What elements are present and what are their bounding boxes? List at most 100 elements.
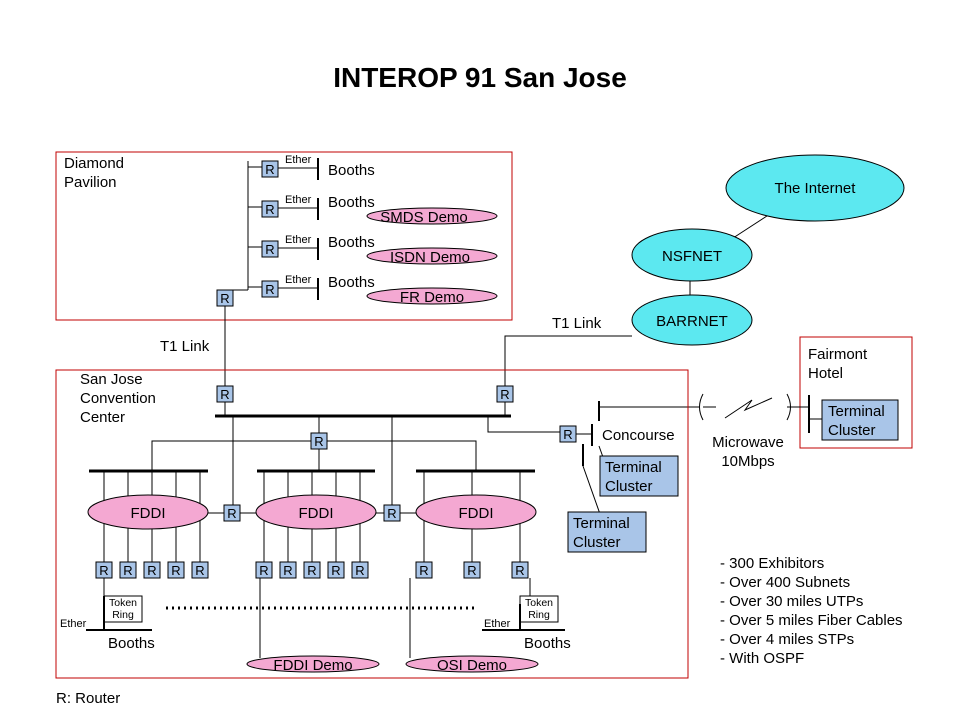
router [223,504,241,522]
svg-text:R: R [563,427,572,442]
pavilion-row-1: R Ether Booths [248,154,375,180]
microwave-speed: 10Mbps [721,453,774,470]
router [119,561,137,579]
svg-text:FDDI: FDDI [459,505,494,522]
svg-text:R: R [265,282,274,297]
the-internet-label: The Internet [775,180,857,197]
fddi-ring-2 [255,494,377,530]
isdn-demo-ellipse [366,247,498,265]
router [303,561,321,579]
fddi-2-routers: R R R R R [255,561,369,579]
svg-text:R: R [259,563,268,578]
diamond-pavilion: Diamond Pavilion R R Ether Booths R Ethe… [55,151,513,321]
concourse-label: Concourse [602,427,675,444]
router [279,561,297,579]
svg-text:Center: Center [80,409,125,426]
ether-label: Ether [285,154,312,166]
fddi-3-routers: R R R [415,561,529,579]
router [255,561,273,579]
barrnet-label: BARRNET [656,313,728,330]
svg-text:R: R [99,563,108,578]
router [496,385,514,403]
svg-text:Token: Token [109,597,137,609]
booths-label: Booths [328,194,375,211]
fddi-ring-3 [415,494,537,530]
router [383,504,401,522]
svg-text:R: R [265,242,274,257]
diamond-pavilion-frame [55,151,513,321]
fddi-1-routers: R R R R R [95,561,209,579]
ether-label: Ether [484,618,511,630]
svg-text:R: R [195,563,204,578]
booths-label: Booths [108,635,155,652]
t1-link-line-right [504,335,632,386]
nsfnet-label: NSFNET [662,248,722,265]
router [511,561,529,579]
router [216,385,234,403]
page-title: INTEROP 91 San Jose [333,62,627,93]
svg-text:R: R [314,434,323,449]
fairmont-label-line2: Hotel [808,365,843,382]
router [143,561,161,579]
router [261,240,279,258]
fairmont-hotel: Fairmont Hotel Terminal Cluster [799,336,913,449]
svg-text:R: R [515,563,524,578]
fddi-demo-label: FDDI Demo [273,657,352,674]
terminal-cluster-fairmont [821,399,899,441]
svg-text:R: R [283,563,292,578]
router [463,561,481,579]
fr-demo-ellipse [366,287,498,305]
svg-text:Cluster: Cluster [605,478,653,495]
terminal-cluster-lower [567,511,647,553]
fairmont-label-line1: Fairmont [808,346,868,363]
svg-text:R: R [467,563,476,578]
svg-text:R: R [227,506,236,521]
terminal-cluster-concourse [599,455,679,497]
microwave-label: Microwave [712,434,784,451]
t1-link-label-right: T1 Link [552,315,602,332]
microwave-dish-left [699,393,704,421]
router [415,561,433,579]
router [351,561,369,579]
pavilion-row-2: R Ether Booths SMDS Demo [248,194,498,226]
booths-label: Booths [328,274,375,291]
the-internet-cloud [725,154,905,222]
svg-text:- 300 Exhibitors: - 300 Exhibitors [720,555,824,572]
svg-text:San Jose: San Jose [80,371,143,388]
svg-text:- Over 30 miles UTPs: - Over 30 miles UTPs [720,593,863,610]
nsfnet-cloud [631,228,753,282]
fr-demo-label: FR Demo [400,289,464,306]
fddi-ring-1 [87,494,209,530]
svg-text:FDDI: FDDI [299,505,334,522]
osi-demo-ellipse [405,655,539,673]
osi-demo-label: OSI Demo [437,657,507,674]
pavilion-row-3: R Ether Booths ISDN Demo [248,234,498,266]
svg-text:R: R [123,563,132,578]
svg-text:Convention: Convention [80,390,156,407]
ether-label: Ether [285,234,312,246]
svg-text:- Over 5 miles Fiber Cables: - Over 5 miles Fiber Cables [720,612,903,629]
svg-text:R: R [147,563,156,578]
t1-link-label-left: T1 Link [160,338,210,355]
router [191,561,209,579]
booths-label: Booths [524,635,571,652]
svg-text:Terminal: Terminal [573,515,630,532]
booths-label: Booths [328,162,375,179]
router [261,160,279,178]
svg-text:Ring: Ring [528,609,550,621]
svg-text:R: R [355,563,364,578]
svg-text:Token: Token [525,597,553,609]
booths-label: Booths [328,234,375,251]
diamond-pavilion-label-line1: Diamond [64,155,124,172]
internet-clouds: The Internet NSFNET BARRNET [631,154,905,346]
svg-text:Terminal: Terminal [605,459,662,476]
stats-list: - 300 Exhibitors - Over 400 Subnets - Ov… [720,555,903,667]
router [327,561,345,579]
svg-text:Cluster: Cluster [828,422,876,439]
svg-text:FDDI: FDDI [131,505,166,522]
svg-text:R: R [265,162,274,177]
svg-text:R: R [265,202,274,217]
fddi-demo-ellipse [246,655,380,673]
